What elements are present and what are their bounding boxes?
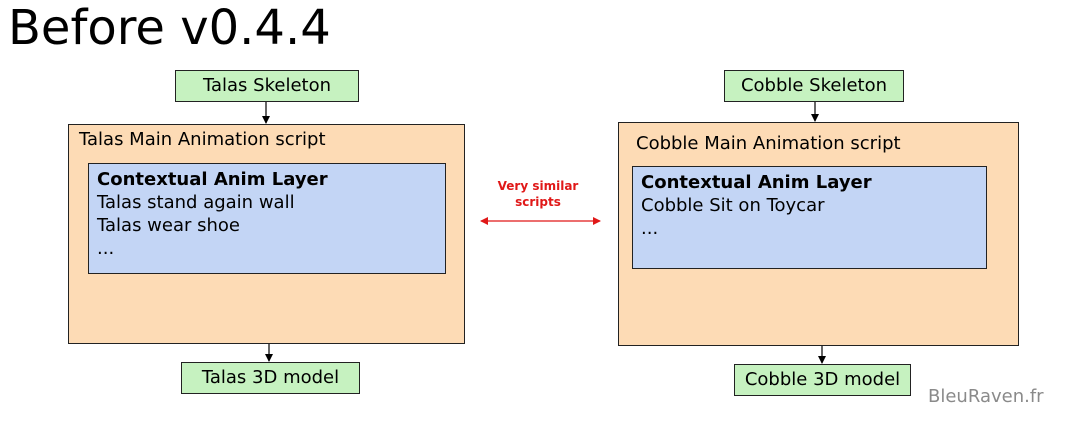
cobble-skeleton-box: Cobble Skeleton bbox=[724, 70, 904, 102]
layer-item: Cobble Sit on Toycar bbox=[641, 195, 825, 216]
cobble-model-box: Cobble 3D model bbox=[734, 364, 911, 396]
layer-title: Contextual Anim Layer bbox=[641, 172, 872, 193]
talas-contextual-layer-box: Contextual Anim Layer Talas stand again … bbox=[88, 163, 446, 274]
layer-item: ... bbox=[97, 238, 115, 259]
cobble-main-script-label: Cobble Main Animation script bbox=[636, 133, 901, 154]
layer-item: Talas wear shoe bbox=[97, 215, 240, 236]
watermark: BleuRaven.fr bbox=[928, 386, 1044, 407]
layer-title: Contextual Anim Layer bbox=[97, 169, 328, 190]
relation-line-1: Very similar bbox=[497, 179, 579, 193]
page-title: Before v0.4.4 bbox=[8, 0, 331, 56]
layer-item: ... bbox=[641, 218, 659, 239]
relation-note: Very similar scripts bbox=[478, 178, 598, 210]
talas-model-box: Talas 3D model bbox=[181, 362, 360, 394]
cobble-contextual-layer-box: Contextual Anim Layer Cobble Sit on Toyc… bbox=[632, 166, 987, 269]
talas-main-script-box: Talas Main Animation script Contextual A… bbox=[68, 124, 465, 344]
layer-item: Talas stand again wall bbox=[97, 192, 295, 213]
cobble-main-script-box: Cobble Main Animation script Contextual … bbox=[618, 122, 1019, 346]
talas-skeleton-box: Talas Skeleton bbox=[175, 70, 359, 102]
relation-line-2: scripts bbox=[515, 195, 561, 209]
talas-main-script-label: Talas Main Animation script bbox=[79, 129, 326, 150]
